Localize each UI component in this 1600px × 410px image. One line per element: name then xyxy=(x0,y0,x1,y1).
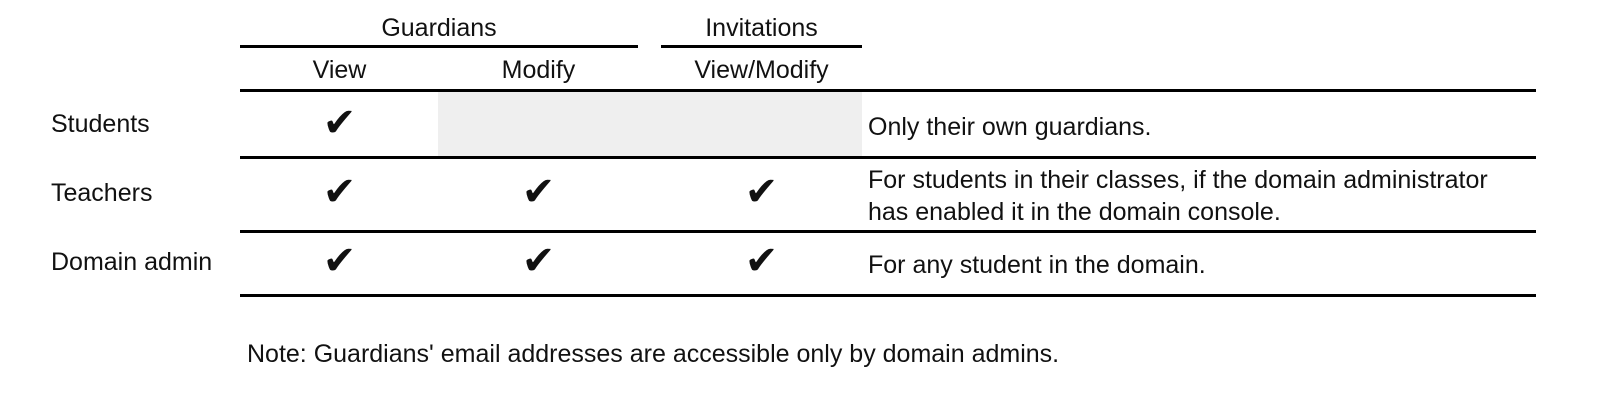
group-rule-guardians xyxy=(240,45,638,48)
table-rule-after-students xyxy=(240,156,1536,159)
table-rule-bottom xyxy=(240,294,1536,297)
column-header-guardians-view: View xyxy=(312,56,367,84)
column-header-invitations-view-modify: View/Modify xyxy=(694,56,829,84)
check-mark-icon: ✔ xyxy=(521,238,556,284)
group-header-guardians: Guardians xyxy=(381,14,497,42)
shaded-cell-students-modify xyxy=(438,92,862,156)
description-teachers: For students in their classes, if the do… xyxy=(868,166,1488,226)
footer-note: Note: Guardians' email addresses are acc… xyxy=(247,340,1060,368)
check-mark-icon: ✔ xyxy=(322,100,357,146)
row-label-teachers: Teachers xyxy=(51,179,153,207)
group-rule-invitations xyxy=(661,45,862,48)
row-label-domain-admin: Domain admin xyxy=(51,248,213,276)
group-header-invitations: Invitations xyxy=(705,14,818,42)
check-mark-icon: ✔ xyxy=(521,169,556,215)
check-mark-icon: ✔ xyxy=(744,169,779,215)
column-header-guardians-modify: Modify xyxy=(501,56,576,84)
check-mark-icon: ✔ xyxy=(322,238,357,284)
check-mark-icon: ✔ xyxy=(744,238,779,284)
description-students: Only their own guardians. xyxy=(868,113,1152,141)
table-rule-after-teachers xyxy=(240,230,1536,233)
row-label-students: Students xyxy=(51,110,150,138)
check-mark-icon: ✔ xyxy=(322,169,357,215)
table-rule-header xyxy=(240,89,1536,92)
description-domain-admin: For any student in the domain. xyxy=(868,251,1206,279)
